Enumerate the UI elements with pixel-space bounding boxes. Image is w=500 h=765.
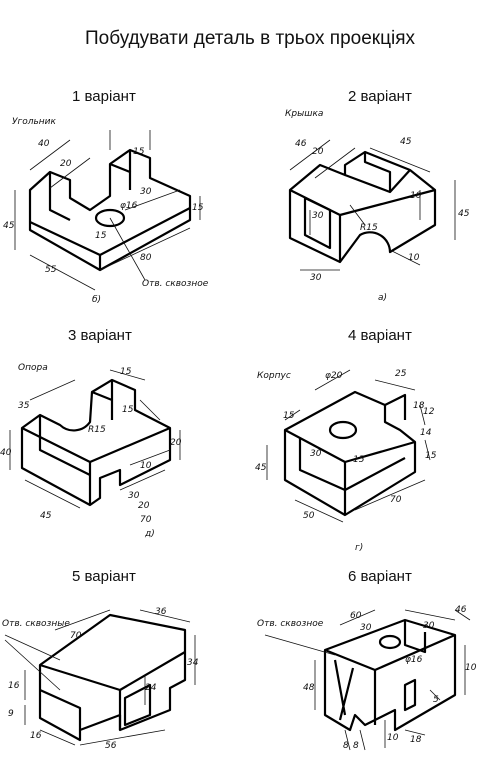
- dim-label: 80: [140, 253, 152, 263]
- drawing-variant-5: Отв. сквозные 36 70 34 24 16 9 16 56: [0, 590, 215, 760]
- dim-label: 15: [95, 231, 107, 241]
- dim-label: 20: [138, 501, 150, 511]
- dim-label: 9: [8, 709, 14, 719]
- dim-label: 25: [395, 369, 407, 379]
- drawing-variant-1: Угольник 40 20 15 30 φ16 15 45 55 80 15 …: [0, 110, 215, 310]
- dim-label: 14: [420, 428, 432, 438]
- dim-label: 15: [353, 455, 365, 465]
- variant-2-label: 2 варіант: [348, 88, 412, 105]
- dim-label: 30: [128, 491, 140, 501]
- dim-label: 15: [120, 367, 132, 377]
- dim-label: φ16: [120, 201, 138, 211]
- dim-label: 45: [400, 137, 412, 147]
- part-name: Отв. сквозные: [2, 619, 70, 629]
- dim-label: 36: [155, 607, 167, 617]
- dim-label: 16: [8, 681, 20, 691]
- variant-4-label: 4 варіант: [348, 327, 412, 344]
- dim-label: 56: [105, 741, 117, 751]
- sublabel: г): [355, 543, 363, 553]
- dim-label: 5: [433, 695, 439, 705]
- dim-label: 46: [295, 139, 307, 149]
- variant-5-label: 5 варіант: [72, 568, 136, 585]
- dim-label: 55: [45, 265, 57, 275]
- dim-label: 70: [390, 495, 402, 505]
- part-name: Корпус: [257, 371, 291, 381]
- dim-label: 60: [350, 611, 362, 621]
- variant-1-label: 1 варіант: [72, 88, 136, 105]
- dim-label: 40: [0, 448, 12, 458]
- dim-label: 20: [170, 438, 182, 448]
- dim-label: 10: [410, 191, 422, 201]
- dim-label: 45: [3, 221, 15, 231]
- dim-label: 10: [408, 253, 420, 263]
- note-label: Отв. сквозное: [142, 279, 209, 289]
- dim-label: 70: [140, 515, 152, 525]
- dim-label: 10: [387, 733, 399, 743]
- drawing-variant-3: Опора 15 35 15 R15 20 40 10 30 20 45 70 …: [0, 350, 215, 550]
- part-name: Отв. сквозное: [257, 619, 324, 629]
- dim-label: R15: [360, 223, 378, 233]
- dim-label: 48: [303, 683, 315, 693]
- drawing-variant-2: Крышка 46 20 45 45 10 30 R15 30 10 а): [270, 109, 485, 310]
- dim-label: 30: [360, 623, 372, 633]
- dim-label: 35: [18, 401, 30, 411]
- dim-label: 30: [310, 273, 322, 283]
- part-name: Опора: [18, 363, 48, 373]
- dim-label: 20: [60, 159, 72, 169]
- dim-label: 8: [343, 741, 349, 751]
- dim-label: 30: [140, 187, 152, 197]
- dim-label: 8: [353, 741, 359, 751]
- dim-label: 45: [40, 511, 52, 521]
- dim-label: 46: [455, 605, 467, 615]
- variant-3-label: 3 варіант: [68, 327, 132, 344]
- dim-label: 45: [458, 209, 470, 219]
- sublabel: б): [92, 295, 101, 305]
- dim-label: 10: [465, 663, 477, 673]
- variant-6-label: 6 варіант: [348, 568, 412, 585]
- sublabel: а): [378, 293, 387, 303]
- dim-label: 30: [312, 211, 324, 221]
- dim-label: 16: [30, 731, 42, 741]
- dim-label: 15: [425, 451, 437, 461]
- dim-label: 70: [70, 631, 82, 641]
- dim-label: 30: [310, 449, 322, 459]
- dim-label: 50: [303, 511, 315, 521]
- dim-label: 15: [133, 147, 145, 157]
- drawing-variant-4: Корпус φ20 25 18 12 15 14 30 15 15 45 50…: [255, 350, 485, 553]
- part-name: Угольник: [12, 117, 57, 127]
- dim-label: 15: [192, 203, 204, 213]
- drawing-variant-6: Отв. сквозное 60 46 30 30 φ16 48 8 8 10 …: [255, 590, 485, 760]
- dim-label: 15: [122, 405, 134, 415]
- dim-label: 10: [140, 461, 152, 471]
- page-title: Побудувати деталь в трьох проекціях: [85, 28, 415, 49]
- dim-label: 12: [423, 407, 435, 417]
- dim-label: 40: [38, 139, 50, 149]
- dim-label: φ16: [405, 655, 423, 665]
- dim-label: 24: [145, 683, 157, 693]
- dim-label: 34: [187, 658, 199, 668]
- dim-label: φ20: [325, 371, 343, 381]
- sublabel: д): [144, 529, 155, 539]
- dim-label: 45: [255, 463, 267, 473]
- dim-label: 18: [413, 401, 425, 411]
- part-name: Крышка: [285, 109, 323, 119]
- dim-label: 20: [312, 147, 324, 157]
- dim-label: 30: [423, 621, 435, 631]
- dim-label: 18: [410, 735, 422, 745]
- dim-label: 15: [283, 411, 295, 421]
- dim-label: R15: [88, 425, 106, 435]
